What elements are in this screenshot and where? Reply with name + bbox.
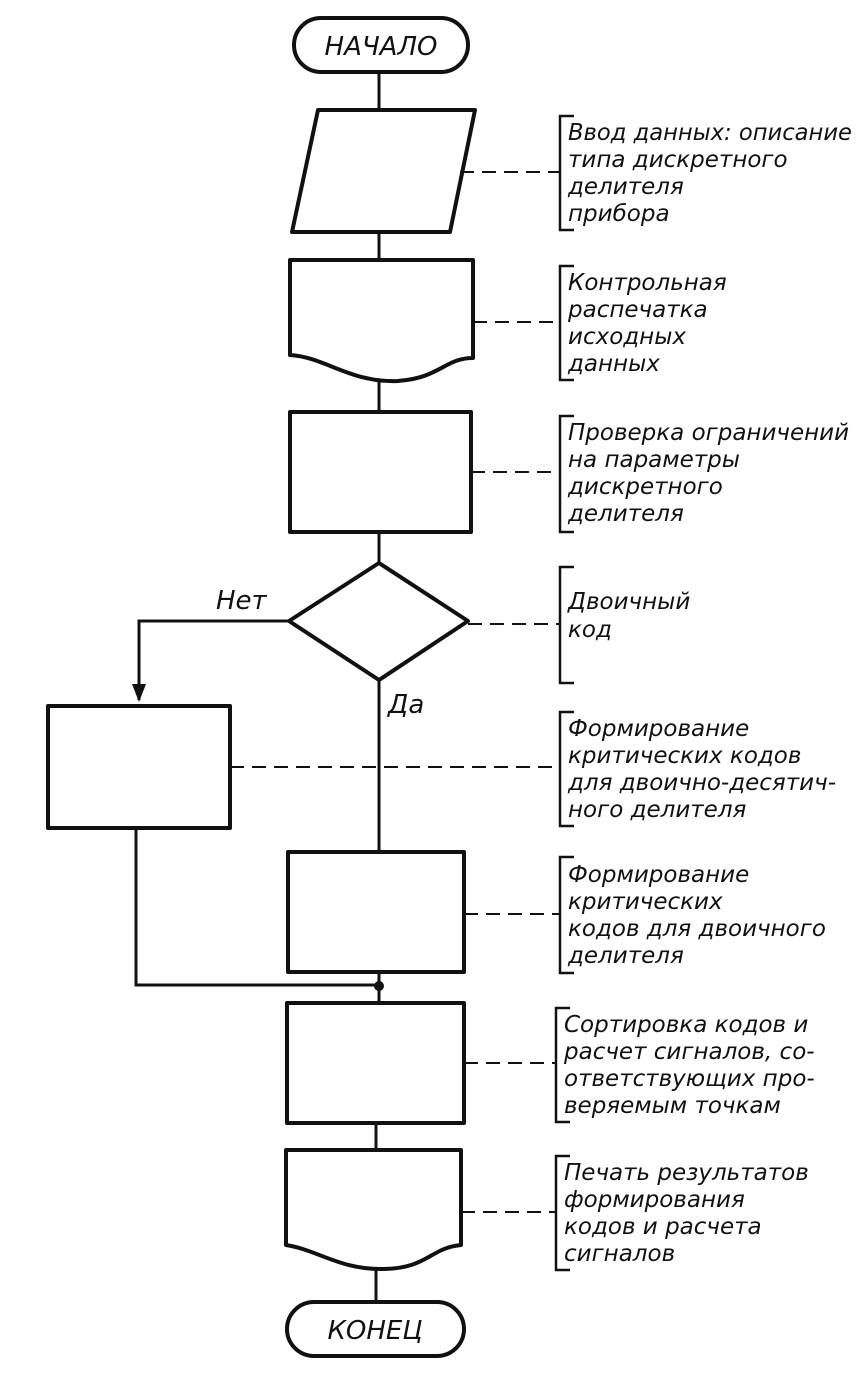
merge-junction-dot bbox=[374, 981, 384, 991]
annotation-8: Печать результатов формирования кодов и … bbox=[461, 1154, 809, 1272]
annotation-1-bracket bbox=[558, 114, 574, 232]
start-terminator bbox=[292, 16, 470, 74]
annotation-3-line-3: дискретного bbox=[567, 474, 723, 500]
flow-lines bbox=[132, 72, 384, 1302]
control-printout-block bbox=[288, 258, 475, 384]
branch-yes-label: Да bbox=[387, 690, 424, 720]
arrowhead-no-branch bbox=[132, 684, 146, 702]
annotation-4: Двоичный код bbox=[468, 565, 690, 685]
annotation-8-bracket bbox=[554, 1154, 570, 1272]
annotation-6-bracket bbox=[558, 855, 574, 975]
annotation-2-bracket bbox=[558, 264, 574, 382]
print-results-block bbox=[284, 1148, 463, 1272]
annotation-8-line-4: сигналов bbox=[564, 1241, 675, 1267]
annotation-3-bracket bbox=[558, 414, 574, 534]
annotation-2-line-1: Контрольная bbox=[568, 270, 727, 296]
annotation-1-line-1: Ввод данных: описание bbox=[568, 120, 852, 146]
annotation-5-line-3: для двоично-десятич- bbox=[567, 770, 836, 796]
annotation-7: Сортировка кодов и расчет сигналов, со- … bbox=[464, 1006, 815, 1124]
annotation-4-line-2: код bbox=[568, 617, 612, 643]
input-data-block bbox=[290, 108, 477, 234]
annotation-5-line-2: критических кодов bbox=[568, 743, 801, 769]
annotation-2-line-2: распечатка bbox=[567, 297, 708, 323]
end-label: КОНЕЦ bbox=[327, 1316, 422, 1346]
annotation-5-bracket bbox=[558, 710, 574, 828]
annotation-3-line-2: на параметры bbox=[568, 447, 740, 473]
annotation-6: Формирование критических кодов для двоич… bbox=[464, 855, 826, 975]
binary-codes-block bbox=[286, 850, 466, 974]
annotation-2-line-3: исходных bbox=[568, 324, 686, 350]
annotation-7-bracket bbox=[554, 1006, 570, 1124]
annotation-6-line-2: критических bbox=[568, 889, 723, 915]
annotation-3-line-1: Проверка ограничений bbox=[568, 420, 849, 446]
binary-code-decision bbox=[287, 561, 470, 682]
annotation-5: Формирование критических кодов для двоич… bbox=[230, 710, 836, 828]
annotation-7-line-3: ответствующих про- bbox=[564, 1066, 815, 1092]
annotation-1: Ввод данных: описание типа дискретного д… bbox=[460, 114, 852, 232]
annotation-1-line-4: прибора bbox=[568, 201, 670, 227]
sort-and-calc-block bbox=[285, 1001, 466, 1125]
annotation-8-line-1: Печать результатов bbox=[564, 1160, 809, 1186]
annotation-7-line-1: Сортировка кодов и bbox=[564, 1012, 808, 1038]
annotation-4-line-1: Двоичный bbox=[567, 589, 690, 615]
connector-merge bbox=[134, 828, 379, 987]
annotation-6-line-1: Формирование bbox=[568, 862, 749, 888]
annotation-3: Проверка ограничений на параметры дискре… bbox=[471, 414, 849, 534]
start-label: НАЧАЛО bbox=[325, 32, 438, 62]
annotation-5-line-1: Формирование bbox=[568, 716, 749, 742]
annotation-6-line-3: кодов для двоичного bbox=[568, 916, 826, 942]
annotation-5-line-4: ного делителя bbox=[568, 797, 747, 823]
bcd-codes-block bbox=[46, 704, 232, 830]
connector-no-branch bbox=[137, 619, 289, 700]
annotation-6-line-4: делителя bbox=[567, 943, 684, 969]
constraint-check-block bbox=[288, 410, 473, 534]
flow-blocks: НАЧАЛО Нет Да КОНЕЦ bbox=[46, 16, 477, 1358]
annotation-8-line-2: формирования bbox=[564, 1187, 745, 1213]
annotation-3-line-4: делителя bbox=[567, 501, 684, 527]
annotation-1-line-2: типа дискретного bbox=[568, 147, 788, 173]
annotation-8-line-3: кодов и расчета bbox=[564, 1214, 762, 1240]
branch-no-label: Нет bbox=[216, 586, 268, 616]
annotation-7-line-4: веряемым точкам bbox=[564, 1093, 781, 1119]
annotation-4-bracket bbox=[558, 565, 574, 685]
annotation-7-line-2: расчет сигналов, со- bbox=[563, 1039, 815, 1065]
annotation-1-line-3: делителя bbox=[567, 174, 684, 200]
annotation-2: Контрольная распечатка исходных данных bbox=[473, 264, 727, 382]
end-terminator bbox=[285, 1300, 466, 1358]
annotation-2-line-4: данных bbox=[567, 351, 660, 377]
